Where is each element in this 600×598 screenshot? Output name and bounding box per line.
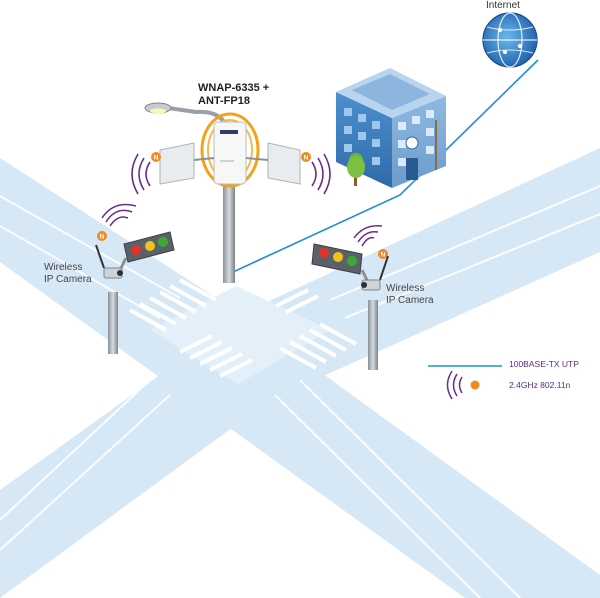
svg-text:N: N — [304, 155, 309, 162]
n-badge-icon: N — [97, 231, 107, 241]
crosswalk-east — [279, 322, 357, 370]
crosswalk-north — [235, 264, 319, 314]
camera-right-line2: IP Camera — [386, 295, 434, 306]
office-building-icon — [336, 68, 446, 188]
legend-wifi-label: 2.4GHz 802.11n — [509, 380, 571, 390]
wifi-signal-icon — [131, 153, 151, 195]
crosswalk-south — [179, 334, 253, 378]
internet-globe-icon — [482, 12, 538, 68]
camera-left-line2: IP Camera — [44, 274, 92, 285]
ip-camera-left-icon — [95, 244, 123, 279]
camera-label-left: Wireless IP Camera — [44, 262, 92, 286]
n-badge-icon: N — [151, 152, 161, 162]
wifi-signal-icon — [311, 153, 331, 195]
svg-text:N: N — [381, 252, 386, 259]
svg-text:N: N — [154, 155, 159, 162]
camera-left-line1: Wireless — [44, 262, 83, 273]
device-title: WNAP-6335 + ANT-FP18 — [198, 82, 269, 108]
traffic-light-right — [311, 243, 378, 370]
wifi-signal-icon — [101, 203, 137, 227]
access-point-device — [200, 112, 260, 188]
camera-label-right: Wireless IP Camera — [386, 283, 434, 307]
ip-camera-right-icon — [361, 255, 389, 291]
road-network — [0, 148, 600, 598]
utp-cable — [232, 59, 539, 273]
legend-utp-label: 100BASE-TX UTP — [509, 359, 579, 369]
device-title-line1: WNAP-6335 + — [198, 82, 270, 94]
panel-antenna-right — [245, 142, 301, 185]
n-badge-icon: N — [378, 249, 388, 259]
wifi-signal-icon — [353, 225, 383, 247]
camera-right-line1: Wireless — [386, 283, 425, 294]
svg-text:N: N — [100, 234, 105, 241]
legend — [428, 365, 502, 400]
legend-wifi-icon — [446, 370, 480, 400]
internet-label: Internet — [486, 0, 520, 11]
device-title-line2: ANT-FP18 — [198, 95, 250, 107]
panel-antenna-left — [159, 142, 215, 185]
road-vertical — [0, 148, 600, 598]
crosswalk-west — [129, 278, 217, 332]
n-badge-icon: N — [301, 152, 311, 162]
